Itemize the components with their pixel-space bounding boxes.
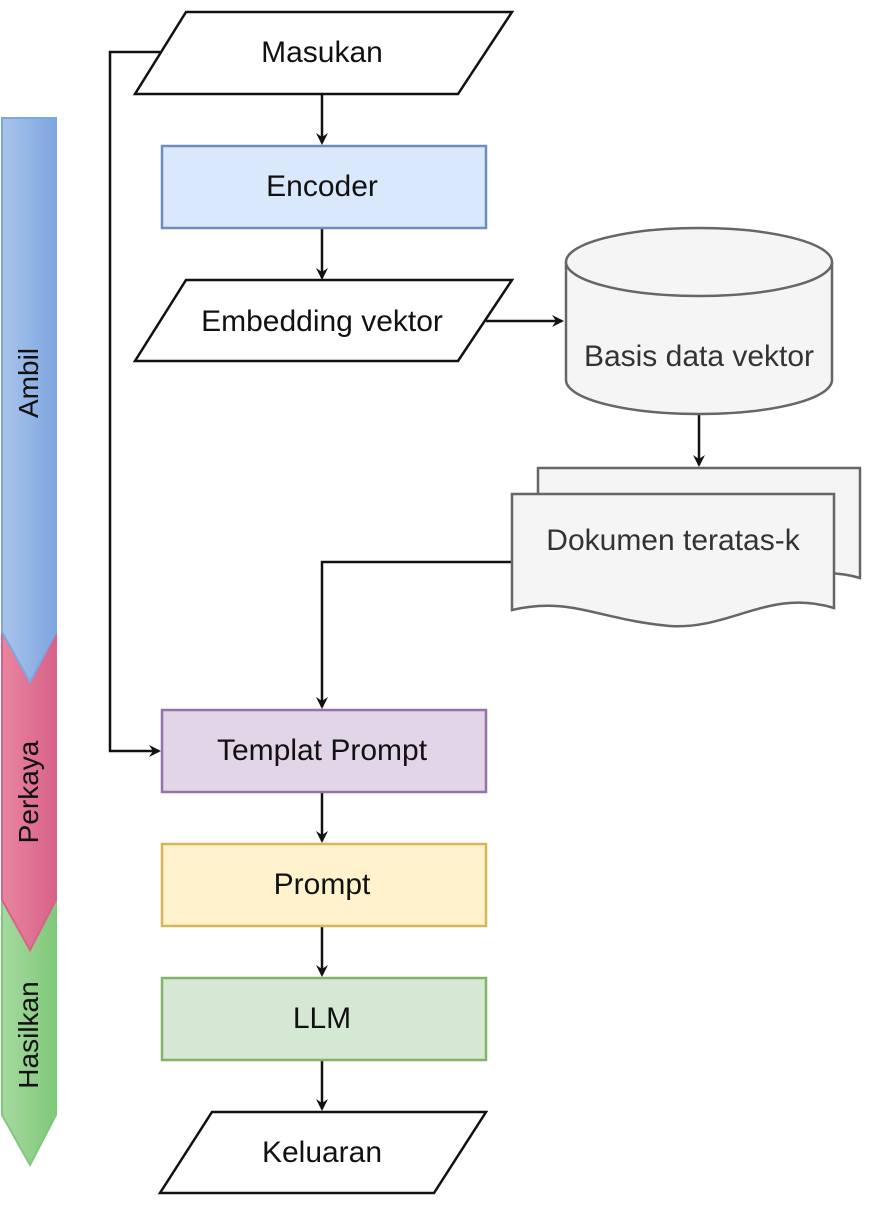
node-prompt-label: Prompt bbox=[274, 868, 371, 901]
phase-retrieve: Ambil bbox=[1, 117, 57, 685]
phase-generate: Hasilkan bbox=[1, 892, 57, 1168]
edge-input-template bbox=[108, 50, 161, 757]
node-topk-docs-label: Dokumen teratas-k bbox=[546, 524, 800, 557]
node-input-label: Masukan bbox=[261, 36, 383, 69]
node-prompt-template: Templat Prompt bbox=[160, 708, 488, 794]
node-llm-label: LLM bbox=[293, 1002, 351, 1035]
phase-label-augment: Perkaya bbox=[13, 740, 44, 843]
node-llm: LLM bbox=[160, 976, 488, 1062]
phase-label-retrieve: Ambil bbox=[13, 348, 44, 418]
node-topk-docs: Dokumen teratas-k bbox=[510, 466, 862, 628]
phase-augment: Perkaya bbox=[1, 626, 57, 953]
node-vector-db-label: Basis data vektor bbox=[584, 340, 814, 373]
edges bbox=[108, 50, 705, 1111]
node-prompt: Prompt bbox=[160, 842, 488, 928]
node-prompt-template-label: Templat Prompt bbox=[217, 734, 428, 767]
node-embedding-label: Embedding vektor bbox=[201, 305, 443, 338]
phase-label-generate: Hasilkan bbox=[13, 981, 44, 1088]
node-vector-db: Basis data vektor bbox=[564, 226, 834, 416]
node-input: Masukan bbox=[132, 10, 515, 96]
node-encoder: Encoder bbox=[160, 144, 488, 230]
node-embedding: Embedding vektor bbox=[132, 278, 515, 363]
node-output-label: Keluaran bbox=[262, 1136, 382, 1169]
node-output: Keluaran bbox=[157, 1110, 489, 1195]
node-encoder-label: Encoder bbox=[266, 170, 378, 203]
edge-topk-template bbox=[316, 560, 512, 709]
